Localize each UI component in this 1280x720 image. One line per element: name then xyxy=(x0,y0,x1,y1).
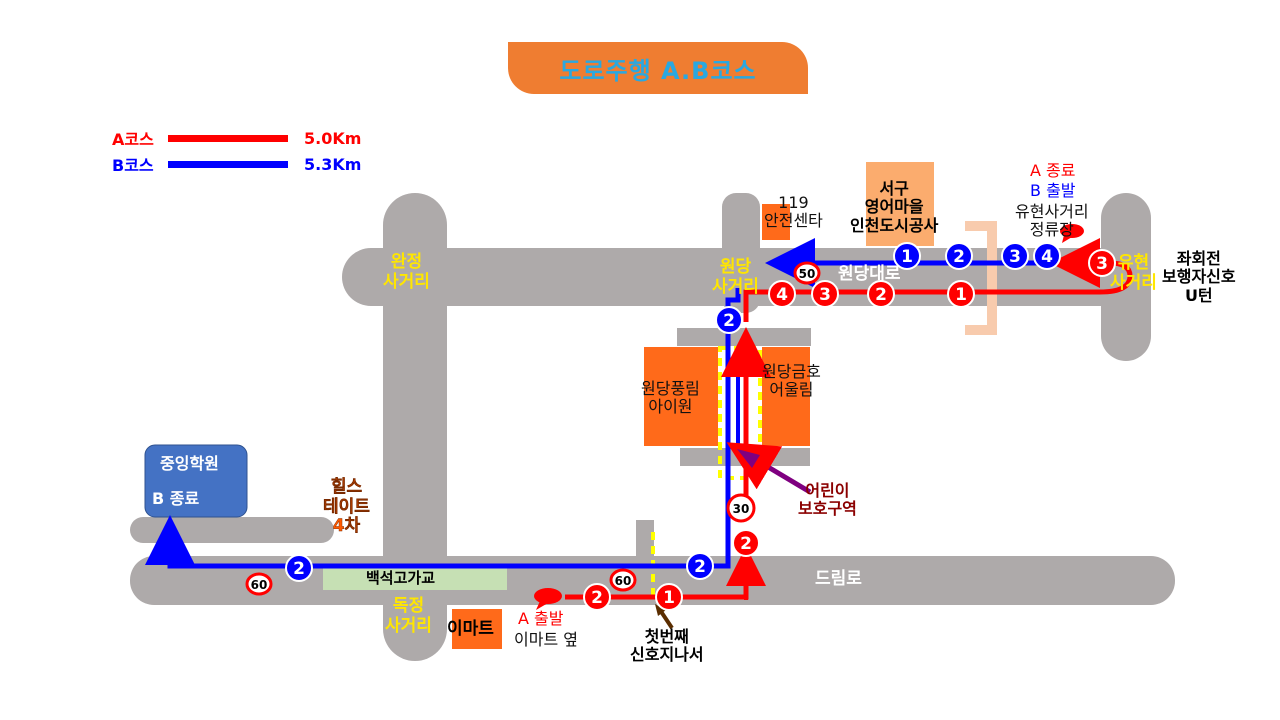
speech-bubble-icon xyxy=(534,588,562,610)
road-yuhyeon-vertical xyxy=(1101,193,1151,361)
route-a-marker-label-0: 1 xyxy=(955,285,967,305)
label-a-start: A 출발 xyxy=(518,609,564,628)
building-119 xyxy=(762,204,790,240)
route-a-marker-6 xyxy=(1088,249,1116,277)
label-dream-ro: 드림로 xyxy=(815,569,862,589)
map-title: 도로주행 A.B코스 xyxy=(508,42,808,94)
speed-limit-60-east: 60 xyxy=(609,568,637,592)
route-a-marker-4 xyxy=(655,583,683,611)
svg-text:30: 30 xyxy=(733,502,750,516)
speed-limit-30: 30 xyxy=(726,493,756,523)
route-a-marker-label-3: 4 xyxy=(776,285,788,305)
route-a-marker-3 xyxy=(768,280,796,308)
route-a-marker-label-1: 2 xyxy=(875,285,887,305)
label-b-start: B 출발 xyxy=(1030,181,1076,200)
route-a-marker-0 xyxy=(947,280,975,308)
legend-route-b-name: B코스 xyxy=(112,156,154,175)
route-a-marker-label-7: 2 xyxy=(740,534,752,554)
speed-limit-50: 50 xyxy=(793,261,821,285)
road-hills-branch xyxy=(130,517,334,543)
road-wondang-north xyxy=(722,193,760,313)
route-b-marker-0 xyxy=(893,242,921,270)
legend-route-a-name: A코스 xyxy=(112,130,154,149)
svg-text:50: 50 xyxy=(799,267,816,281)
arrow-icon xyxy=(737,449,760,468)
svg-text:60: 60 xyxy=(251,578,268,592)
route-b-marker-5 xyxy=(686,552,714,580)
building-emart xyxy=(452,609,502,649)
route-b-marker-6 xyxy=(285,554,313,582)
legend-route-a: A코스 5.0Km xyxy=(112,126,361,150)
route-b-marker-label-3: 4 xyxy=(1041,247,1053,267)
building-seogu xyxy=(866,162,934,246)
route-a-marker-5 xyxy=(583,583,611,611)
svg-text:60: 60 xyxy=(615,574,632,588)
label-emart-side: 이마트 옆 xyxy=(514,630,578,649)
legend-route-b: B코스 5.3Km xyxy=(112,152,361,176)
label-wondang-daero: 원당대로 xyxy=(838,264,901,284)
route-b-marker-label-5: 2 xyxy=(694,557,706,577)
route-b-marker-1 xyxy=(945,242,973,270)
building-pungnim xyxy=(644,347,718,446)
speech-bubble-icon-b xyxy=(1060,224,1084,243)
legend-route-a-distance: 5.0Km xyxy=(304,128,362,148)
label-b-end: B 종료 xyxy=(152,489,200,508)
legend-route-b-distance: 5.3Km xyxy=(304,154,362,174)
route-a-marker-label-5: 2 xyxy=(591,588,603,608)
label-a-end: A 종료 xyxy=(1030,161,1076,180)
road-small-stub xyxy=(636,520,654,562)
route-a-marker-1 xyxy=(867,280,895,308)
route-b-marker-label-6: 2 xyxy=(293,559,305,579)
route-b-marker-4 xyxy=(715,306,743,334)
label-academy: 중잉학원 xyxy=(160,454,219,473)
route-b-marker-label-4: 2 xyxy=(723,311,735,331)
crosswalk-bracket xyxy=(965,221,997,335)
academy-box xyxy=(144,444,248,518)
road-apartment-top xyxy=(677,328,811,346)
route-a-marker-label-6: 3 xyxy=(1096,254,1108,274)
route-a-marker-7 xyxy=(732,529,760,557)
route-a-marker-2 xyxy=(811,280,839,308)
legend-route-a-line xyxy=(168,134,288,142)
route-a-marker-label-4: 1 xyxy=(663,588,675,608)
route-b-marker-label-0: 1 xyxy=(901,247,913,267)
route-b-marker-2 xyxy=(1001,242,1029,270)
label-emart: 이마트 xyxy=(447,619,494,639)
road-wanjeong-vertical xyxy=(383,193,447,661)
baekseok-overpass xyxy=(323,568,507,590)
child-zone-arrow-line xyxy=(726,442,812,495)
speed-limit-60-west: 60 xyxy=(245,572,273,596)
route-a-marker-label-2: 3 xyxy=(819,285,831,305)
label-baekseok-overpass: 백석고가교 xyxy=(366,569,436,587)
legend-route-b-line xyxy=(168,160,288,168)
route-b-marker-3 xyxy=(1033,242,1061,270)
route-b-marker-label-1: 2 xyxy=(953,247,965,267)
route-b-marker-label-2: 3 xyxy=(1009,247,1021,267)
